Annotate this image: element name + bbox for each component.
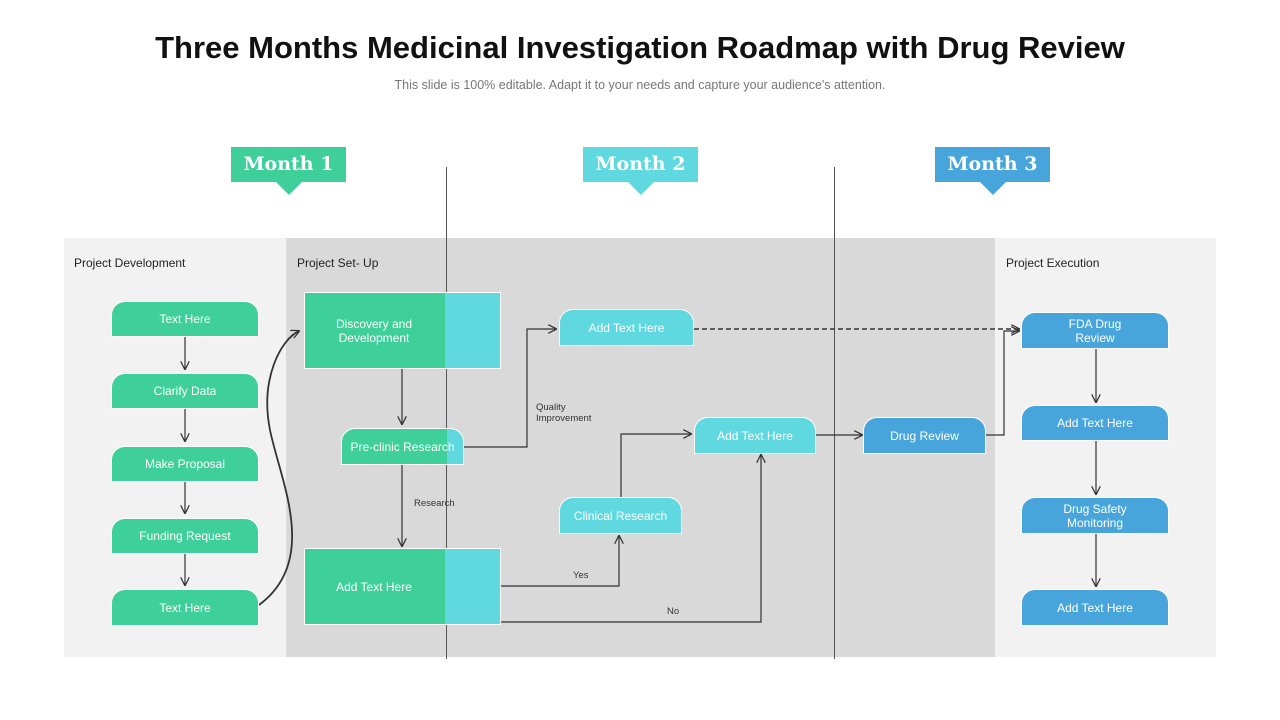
node-add-text-top: Add Text Here (559, 309, 694, 346)
exec-step-drug-safety-monitoring: Drug Safety Monitoring (1021, 497, 1169, 534)
month-1-banner: Month 1 (231, 147, 346, 195)
dev-step-text-here-2: Text Here (111, 589, 259, 626)
execution-band (995, 238, 1216, 657)
month-2-banner: Month 2 (583, 147, 698, 195)
arrow-preclinic-to-add-top (464, 329, 556, 448)
arrow-yes-to-clinical (501, 536, 619, 587)
arrow-no-to-add-middle (501, 455, 761, 623)
exec-step-fda-label: FDA Drug Review (1068, 316, 1122, 345)
arrow-clinical-to-add-middle (620, 434, 691, 497)
section-label-setup: Project Set- Up (297, 256, 379, 270)
node-discovery-label: Discovery and Development (335, 316, 413, 345)
node-drug-review: Drug Review (863, 417, 986, 454)
arrow-curve-to-discovery (258, 331, 299, 606)
exec-step-safety-label: Drug Safety Monitoring (1063, 501, 1127, 530)
annotation-quality-improvement: Quality Improvement (536, 402, 592, 424)
node-add-text-middle: Add Text Here (694, 417, 816, 454)
annotation-no: No (667, 606, 680, 617)
node-discovery-development: Discovery and Development (304, 292, 501, 369)
dev-step-clarify-data: Clarify Data (111, 373, 259, 409)
dev-step-text-here-1: Text Here (111, 301, 259, 337)
dev-step-funding-request: Funding Request (111, 518, 259, 554)
page-title: Three Months Medicinal Investigation Roa… (155, 30, 1125, 65)
node-clinical-research: Clinical Research (559, 497, 682, 534)
node-add-text-bottom-label: Add Text Here (336, 579, 412, 594)
exec-step-add-text-1: Add Text Here (1021, 405, 1169, 441)
section-label-execution: Project Execution (1006, 256, 1100, 270)
month-divider-1 (446, 167, 447, 659)
month-divider-2 (834, 167, 835, 659)
exec-step-fda-drug-review: FDA Drug Review (1021, 312, 1169, 349)
exec-step-add-text-2: Add Text Here (1021, 589, 1169, 626)
annotation-research: Research (414, 498, 455, 509)
arrow-drug-review-to-fda (986, 331, 1019, 436)
month-3-banner: Month 3 (935, 147, 1050, 195)
annotation-yes: Yes (573, 570, 589, 581)
node-preclinic-research: Pre-clinic Research (341, 428, 464, 465)
node-add-text-bottom: Add Text Here (304, 548, 501, 625)
page-subtitle: This slide is 100% editable. Adapt it to… (394, 78, 886, 92)
section-label-development: Project Development (74, 256, 186, 270)
dev-step-make-proposal: Make Proposal (111, 446, 259, 482)
